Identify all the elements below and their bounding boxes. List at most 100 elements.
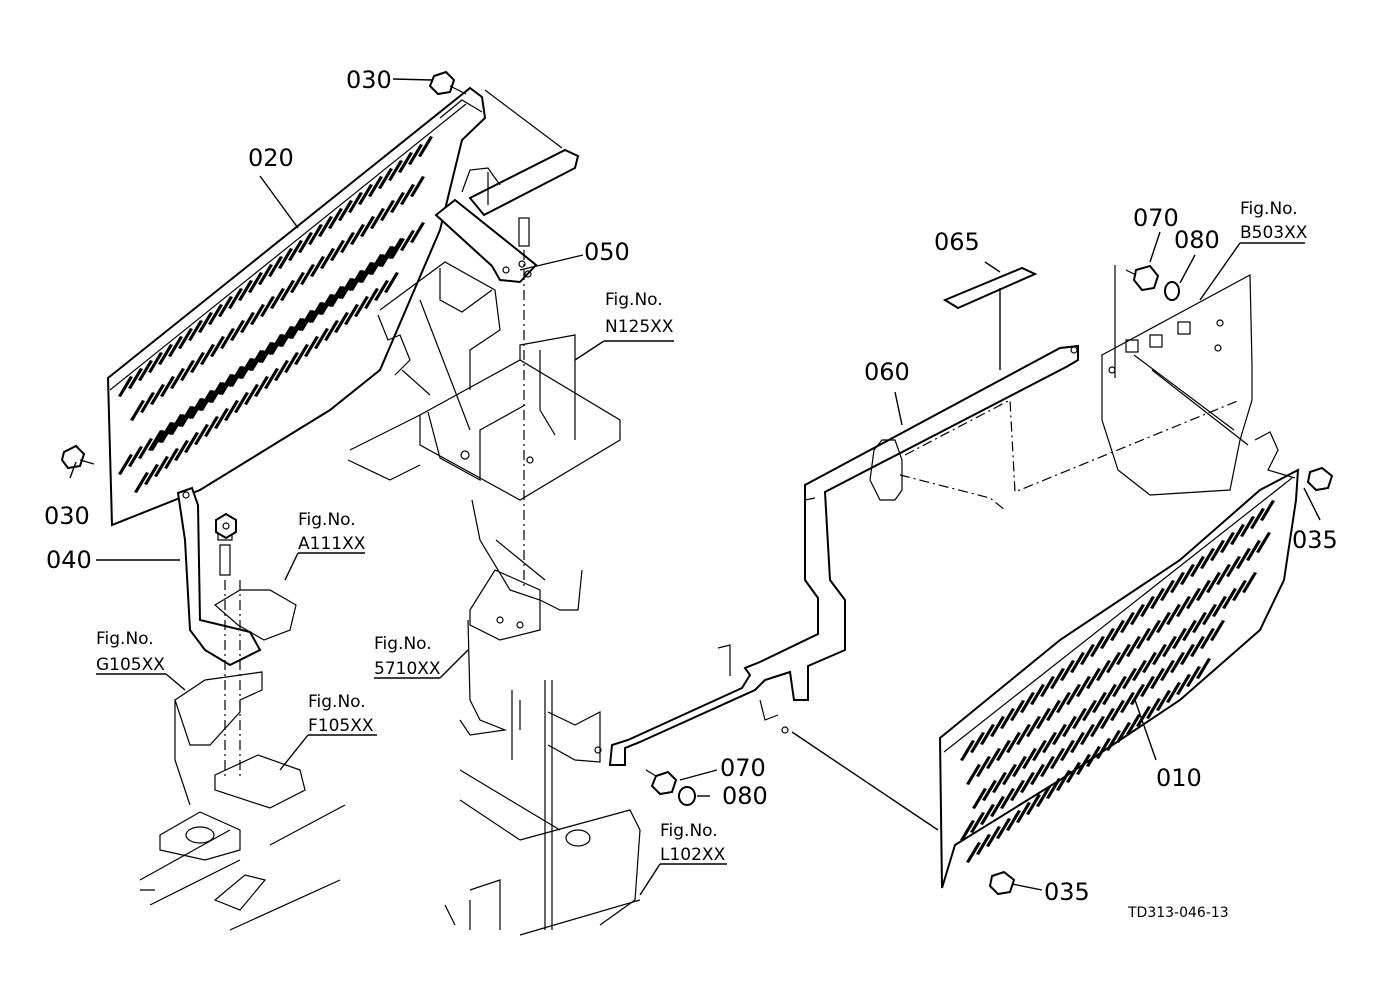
figref-a111-label: Fig.No. xyxy=(298,510,356,530)
bolt-030-left xyxy=(60,444,95,470)
grille-slot xyxy=(248,350,263,371)
grille-slot xyxy=(1222,588,1237,609)
grille-slot xyxy=(364,288,379,309)
bolt-035-right xyxy=(1306,466,1334,492)
grille-slot xyxy=(228,366,243,387)
bolt-035-bottom xyxy=(988,870,1016,896)
grille-slot xyxy=(350,224,365,245)
grille-slot xyxy=(178,406,193,427)
part-label-030-left: 030 xyxy=(44,502,90,530)
grille-slot xyxy=(1016,724,1031,745)
center-frame-structure xyxy=(347,261,621,736)
grille-slot xyxy=(380,200,395,221)
grille-slot xyxy=(1246,540,1261,561)
grille-slot xyxy=(1052,724,1067,745)
grille-slot xyxy=(300,264,315,285)
grille-slot xyxy=(140,392,155,413)
grille-slot xyxy=(198,390,213,411)
grille-slot xyxy=(1122,668,1137,689)
grille-slot xyxy=(1012,756,1027,777)
grille-slot xyxy=(1026,794,1041,815)
grille-slot xyxy=(158,344,173,365)
part-label-040: 040 xyxy=(46,546,92,574)
cap-080-upper xyxy=(1164,281,1180,301)
grille-slot xyxy=(410,222,425,243)
bolt-070-lower xyxy=(645,769,678,796)
grille-slot xyxy=(138,360,153,381)
part-label-035-bottom: 035 xyxy=(1044,878,1090,906)
grille-slot xyxy=(1006,732,1021,753)
part-label-035-right: 035 xyxy=(1292,526,1338,554)
grille-slot xyxy=(408,144,423,165)
grille-slot xyxy=(1236,548,1251,569)
grille-slot xyxy=(198,312,213,333)
grille-slot xyxy=(194,424,209,445)
grille-slot xyxy=(278,326,293,347)
grille-slot xyxy=(1056,692,1071,713)
leader-lines xyxy=(69,78,1321,896)
grille-slot xyxy=(1130,684,1145,705)
grille-slot xyxy=(320,248,335,269)
grille-slot xyxy=(1250,508,1265,529)
grille-slot xyxy=(400,184,415,205)
grille-slot xyxy=(308,302,323,323)
figref-g105-code: G105XX xyxy=(96,655,165,675)
grille-slot xyxy=(258,342,273,363)
part-label-050: 050 xyxy=(584,238,630,266)
grille-slot xyxy=(260,296,275,317)
part-label-080-upper: 080 xyxy=(1174,226,1220,254)
grille-slot xyxy=(340,232,355,253)
grille-slot xyxy=(240,312,255,333)
part-label-080-lower: 080 xyxy=(722,782,768,810)
grille-slot xyxy=(374,280,389,301)
grille-slot xyxy=(274,360,289,381)
grille-slot xyxy=(118,376,133,397)
grille-slot xyxy=(1202,604,1217,625)
grille-slot xyxy=(1196,658,1211,679)
grille-slot xyxy=(966,764,981,785)
grille-slot xyxy=(418,136,433,157)
grille-panel-020 xyxy=(106,86,487,527)
grille-slot xyxy=(1056,770,1071,791)
grille-slot xyxy=(354,296,369,317)
grille-slot xyxy=(1196,580,1211,601)
grille-slot xyxy=(1220,532,1235,553)
grille-slot xyxy=(1090,716,1105,737)
grille-slot xyxy=(996,818,1011,839)
grille-slot xyxy=(1016,802,1031,823)
grille-slot xyxy=(1136,628,1151,649)
grille-slot xyxy=(254,376,269,397)
grille-panel-010 xyxy=(938,468,1300,889)
grille-slot xyxy=(1130,604,1145,625)
grille-slot xyxy=(1090,636,1105,657)
grille-slot xyxy=(1112,676,1127,697)
grille-slot xyxy=(1150,588,1165,609)
grille-slot xyxy=(168,336,183,357)
grille-slot xyxy=(1152,644,1167,665)
grille-slot xyxy=(1170,572,1185,593)
grille-slot xyxy=(1066,684,1081,705)
grille-slot xyxy=(280,280,295,301)
part-label-010: 010 xyxy=(1156,764,1202,792)
grille-slot xyxy=(304,336,319,357)
grille-slot xyxy=(308,224,323,245)
grille-slot xyxy=(1076,754,1091,775)
grille-slot xyxy=(1180,564,1195,585)
grille-slot xyxy=(1176,596,1191,617)
grille-slot xyxy=(1126,714,1141,735)
grille-slot xyxy=(390,192,405,213)
grille-slot xyxy=(1176,674,1191,695)
grille-slot xyxy=(1010,700,1025,721)
grille-slot xyxy=(1022,748,1037,769)
grille-slot xyxy=(288,318,303,339)
grille-slot xyxy=(980,804,995,825)
grille-slot xyxy=(234,392,249,413)
label-decal-065 xyxy=(942,266,1038,310)
grille-slot xyxy=(1212,596,1227,617)
grille-slot xyxy=(134,472,149,493)
figure-references: Fig.No. N125XX Fig.No. A111XX Fig.No. G1… xyxy=(96,199,1308,865)
part-label-070-upper: 070 xyxy=(1133,204,1179,232)
grille-slot xyxy=(1050,668,1065,689)
grille-slot xyxy=(1232,580,1247,601)
grille-slot xyxy=(992,772,1007,793)
